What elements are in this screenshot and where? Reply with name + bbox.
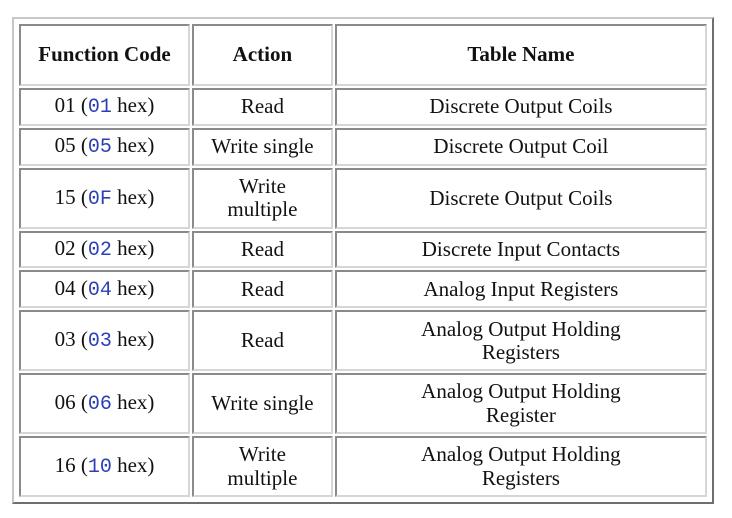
hex-value: 05 bbox=[87, 136, 112, 160]
hex-value: 03 bbox=[87, 330, 112, 354]
function-code-cell: 03 (03 hex) bbox=[19, 310, 190, 372]
code-value: 15 bbox=[54, 184, 76, 209]
action-cell: Write single bbox=[192, 373, 333, 435]
table-name-cell: Discrete Output Coil bbox=[334, 127, 707, 166]
table-row: 01 (01 hex) Read Discrete Output Coils bbox=[19, 88, 707, 126]
hex-suffix: hex bbox=[117, 184, 148, 209]
function-code-table-frame: Function Code Action Table Name 01 (01 h… bbox=[12, 17, 714, 504]
function-code-cell: 01 (01 hex) bbox=[19, 88, 190, 126]
function-code-cell: 02 (02 hex) bbox=[19, 230, 190, 269]
code-value: 16 bbox=[54, 453, 76, 477]
table-name-cell: Discrete Output Coils bbox=[334, 167, 707, 229]
hex-value: 01 bbox=[87, 96, 112, 120]
function-code-cell: 06 (06 hex) bbox=[19, 373, 190, 435]
table-name-cell: Analog Output Holding Register bbox=[334, 373, 707, 435]
action-cell: Read bbox=[192, 310, 333, 372]
code-value: 05 bbox=[54, 133, 76, 158]
action-cell: Read bbox=[192, 270, 333, 309]
code-value: 02 bbox=[54, 235, 76, 260]
code-value: 01 bbox=[54, 93, 76, 118]
action-cell: Read bbox=[192, 88, 333, 126]
function-code-cell: 05 (05 hex) bbox=[19, 127, 190, 166]
hex-value: 06 bbox=[87, 393, 112, 417]
hex-suffix: hex bbox=[117, 453, 148, 477]
table-row: 03 (03 hex) Read Analog Output Holding R… bbox=[19, 310, 707, 372]
hex-suffix: hex bbox=[117, 275, 148, 300]
header-function-code: Function Code bbox=[19, 24, 190, 86]
table-header-row: Function Code Action Table Name bbox=[19, 24, 707, 86]
hex-suffix: hex bbox=[117, 327, 148, 352]
hex-suffix: hex bbox=[117, 235, 148, 260]
table-row: 02 (02 hex) Read Discrete Input Contacts bbox=[19, 230, 707, 269]
table-name-cell: Discrete Input Contacts bbox=[334, 230, 707, 269]
function-code-cell: 15 (0F hex) bbox=[19, 167, 190, 229]
header-table-name: Table Name bbox=[334, 24, 707, 86]
hex-suffix: hex bbox=[117, 390, 148, 415]
hex-value: 10 bbox=[87, 456, 112, 479]
table-name-cell: Analog Input Registers bbox=[334, 270, 707, 309]
hex-suffix: hex bbox=[117, 93, 148, 118]
table-row: 04 (04 hex) Read Analog Input Registers bbox=[19, 270, 707, 309]
function-code-table: Function Code Action Table Name 01 (01 h… bbox=[17, 22, 709, 499]
table-row: 16 (10 hex) Write multiple Analog Output… bbox=[19, 436, 707, 497]
table-name-cell: Discrete Output Coils bbox=[334, 88, 707, 126]
hex-value: 04 bbox=[87, 278, 112, 302]
action-cell: Write single bbox=[192, 127, 333, 166]
hex-value: 02 bbox=[87, 238, 112, 262]
code-value: 03 bbox=[54, 327, 76, 352]
table-row: 05 (05 hex) Write single Discrete Output… bbox=[19, 127, 707, 166]
header-action: Action bbox=[192, 24, 333, 86]
table-row: 15 (0F hex) Write multiple Discrete Outp… bbox=[19, 167, 707, 229]
table-row: 06 (06 hex) Write single Analog Output H… bbox=[19, 373, 707, 435]
action-cell: Read bbox=[192, 230, 333, 269]
function-code-cell: 16 (10 hex) bbox=[19, 436, 190, 497]
hex-suffix: hex bbox=[117, 133, 148, 158]
code-value: 06 bbox=[54, 390, 76, 415]
action-cell: Write multiple bbox=[192, 436, 333, 497]
action-cell: Write multiple bbox=[192, 167, 333, 229]
table-name-cell: Analog Output Holding Registers bbox=[334, 310, 707, 372]
hex-value: 0F bbox=[87, 187, 112, 211]
function-code-cell: 04 (04 hex) bbox=[19, 270, 190, 309]
code-value: 04 bbox=[54, 275, 76, 300]
table-name-cell: Analog Output Holding Registers bbox=[334, 436, 707, 497]
